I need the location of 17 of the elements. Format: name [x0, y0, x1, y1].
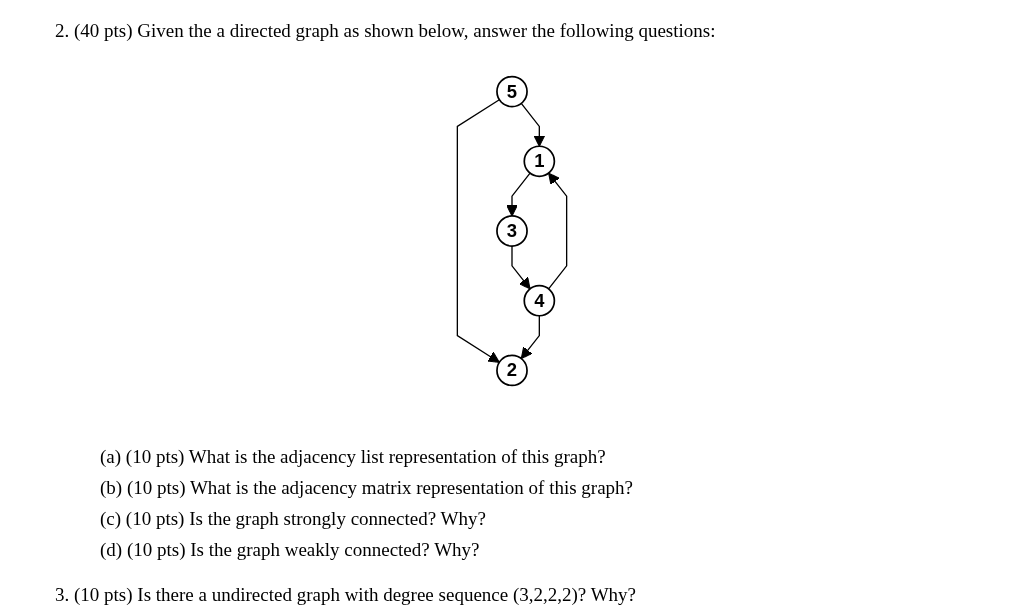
- question-text: (b) (10 pts) What is the adjacency matrix representation of this graph?: [100, 477, 634, 499]
- node-circle: 2: [496, 354, 528, 387]
- arrow: [506, 172, 531, 217]
- node-circle: 4: [523, 284, 556, 317]
- arrow: [456, 99, 500, 363]
- question-text: 3. (10 pts) Is there a undirected graph with degree sequence (3,2,2,2)? Why?: [55, 584, 637, 606]
- question-heading: 2. (40 pts) Given the a directed graph as shown below, answer the following questions:: [55, 20, 716, 42]
- node-circle: 3: [496, 215, 528, 247]
- question-text: (c) (10 pts) Is the graph strongly connected? Why?: [100, 508, 486, 530]
- arrow: [520, 315, 540, 360]
- arrow: [511, 245, 531, 290]
- question-text: (d) (10 pts) Is the graph weakly connected? Why?: [100, 539, 480, 561]
- arrow: [520, 102, 546, 147]
- node-circle: 1: [523, 145, 556, 178]
- question-text: (a) (10 pts) What is the adjacency list representation of this graph?: [100, 446, 606, 468]
- node-circle: 5: [496, 75, 528, 108]
- arrow: [547, 172, 568, 290]
